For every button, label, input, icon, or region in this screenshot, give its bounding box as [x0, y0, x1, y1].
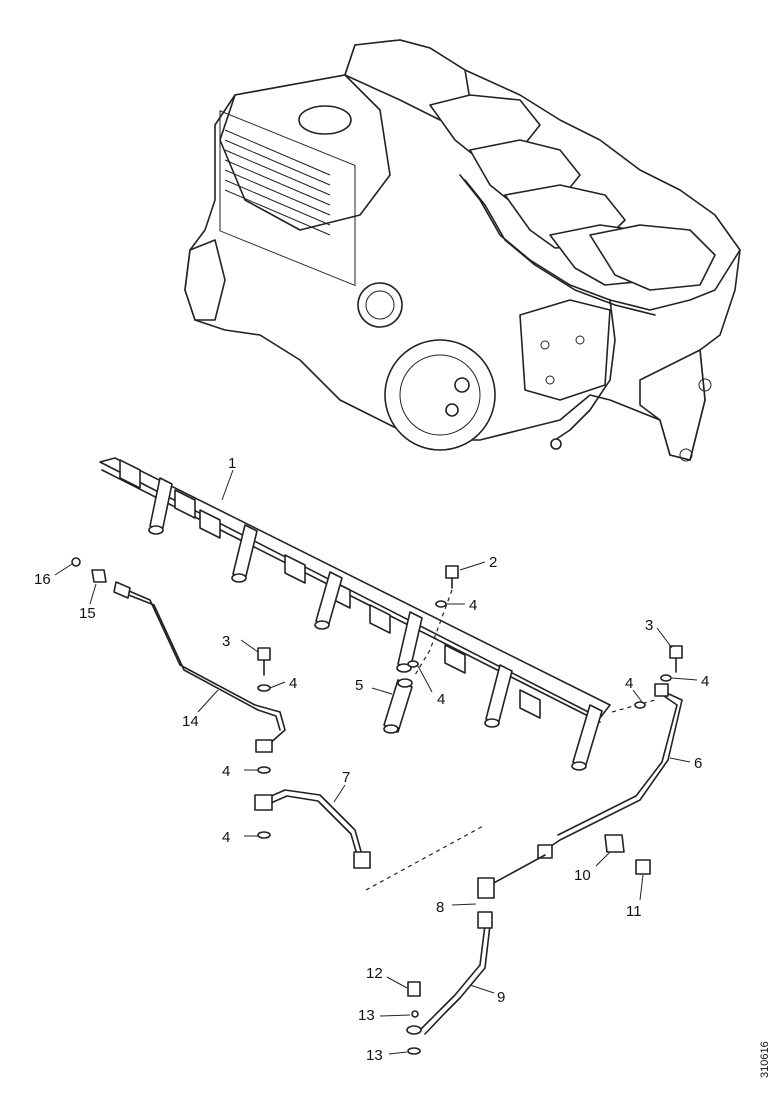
callout-4-right-b: 4 — [701, 673, 709, 690]
callout-4-right-a: 4 — [625, 675, 633, 692]
document-id: 310616 — [759, 1041, 771, 1078]
engine-illustration — [184, 39, 741, 462]
screw-part-12 — [407, 981, 421, 997]
pipe-stub-part-5 — [383, 678, 413, 734]
nut-part-11 — [635, 859, 651, 875]
clamp-part-10 — [604, 834, 625, 853]
callout-3-right: 3 — [645, 617, 653, 634]
assembly-line-7 — [365, 824, 486, 891]
callout-10: 10 — [574, 867, 591, 884]
pipe-part-6 — [537, 683, 683, 859]
washer-4-right-b — [634, 701, 646, 709]
callout-12: 12 — [366, 965, 383, 982]
assembly-line-6 — [611, 699, 656, 713]
callout-4-mid: 4 — [437, 691, 445, 708]
fuel-rail-part-1 — [99, 457, 611, 771]
callout-4-left-a: 4 — [289, 675, 297, 692]
callout-numbers: 1 2 3 3 4 4 4 4 4 4 4 5 6 7 8 9 10 11 12… — [34, 455, 709, 1064]
callout-13-upper: 13 — [358, 1007, 375, 1024]
callout-5: 5 — [355, 677, 363, 694]
washer-4-mid — [407, 660, 419, 668]
washer-4-left-a — [257, 684, 271, 692]
callout-13-lower: 13 — [366, 1047, 383, 1064]
screw-part-2 — [445, 565, 459, 589]
leader-lines — [54, 469, 698, 1055]
washer-4-upper — [435, 600, 447, 608]
screw-part-3-right — [669, 645, 683, 673]
connector-part-8 — [477, 854, 546, 899]
callout-4-left-c: 4 — [222, 829, 230, 846]
fitting-part-15 — [91, 569, 107, 583]
callout-6: 6 — [694, 755, 702, 772]
callout-8: 8 — [436, 899, 444, 916]
callout-16: 16 — [34, 571, 51, 588]
washer-part-13-upper — [411, 1010, 419, 1018]
washer-part-13-lower — [407, 1047, 421, 1055]
callout-4-left-b: 4 — [222, 763, 230, 780]
pipe-part-14 — [113, 581, 286, 753]
pipe-part-7 — [254, 789, 371, 869]
screw-part-16 — [71, 557, 81, 567]
callout-15: 15 — [79, 605, 96, 622]
washer-4-right-a — [660, 674, 672, 682]
callout-9: 9 — [497, 989, 505, 1006]
callout-4-upper: 4 — [469, 597, 477, 614]
callout-7: 7 — [342, 769, 350, 786]
assembly-line-2 — [414, 589, 453, 676]
callout-11: 11 — [626, 903, 642, 920]
pipe-part-9 — [406, 911, 493, 1035]
callout-1: 1 — [228, 455, 236, 472]
washer-4-left-c — [257, 831, 271, 839]
callout-2: 2 — [489, 554, 497, 571]
callout-14: 14 — [182, 713, 199, 730]
callout-3-left: 3 — [222, 633, 230, 650]
washer-4-left-b — [257, 766, 271, 774]
screw-part-3-left — [257, 647, 271, 676]
